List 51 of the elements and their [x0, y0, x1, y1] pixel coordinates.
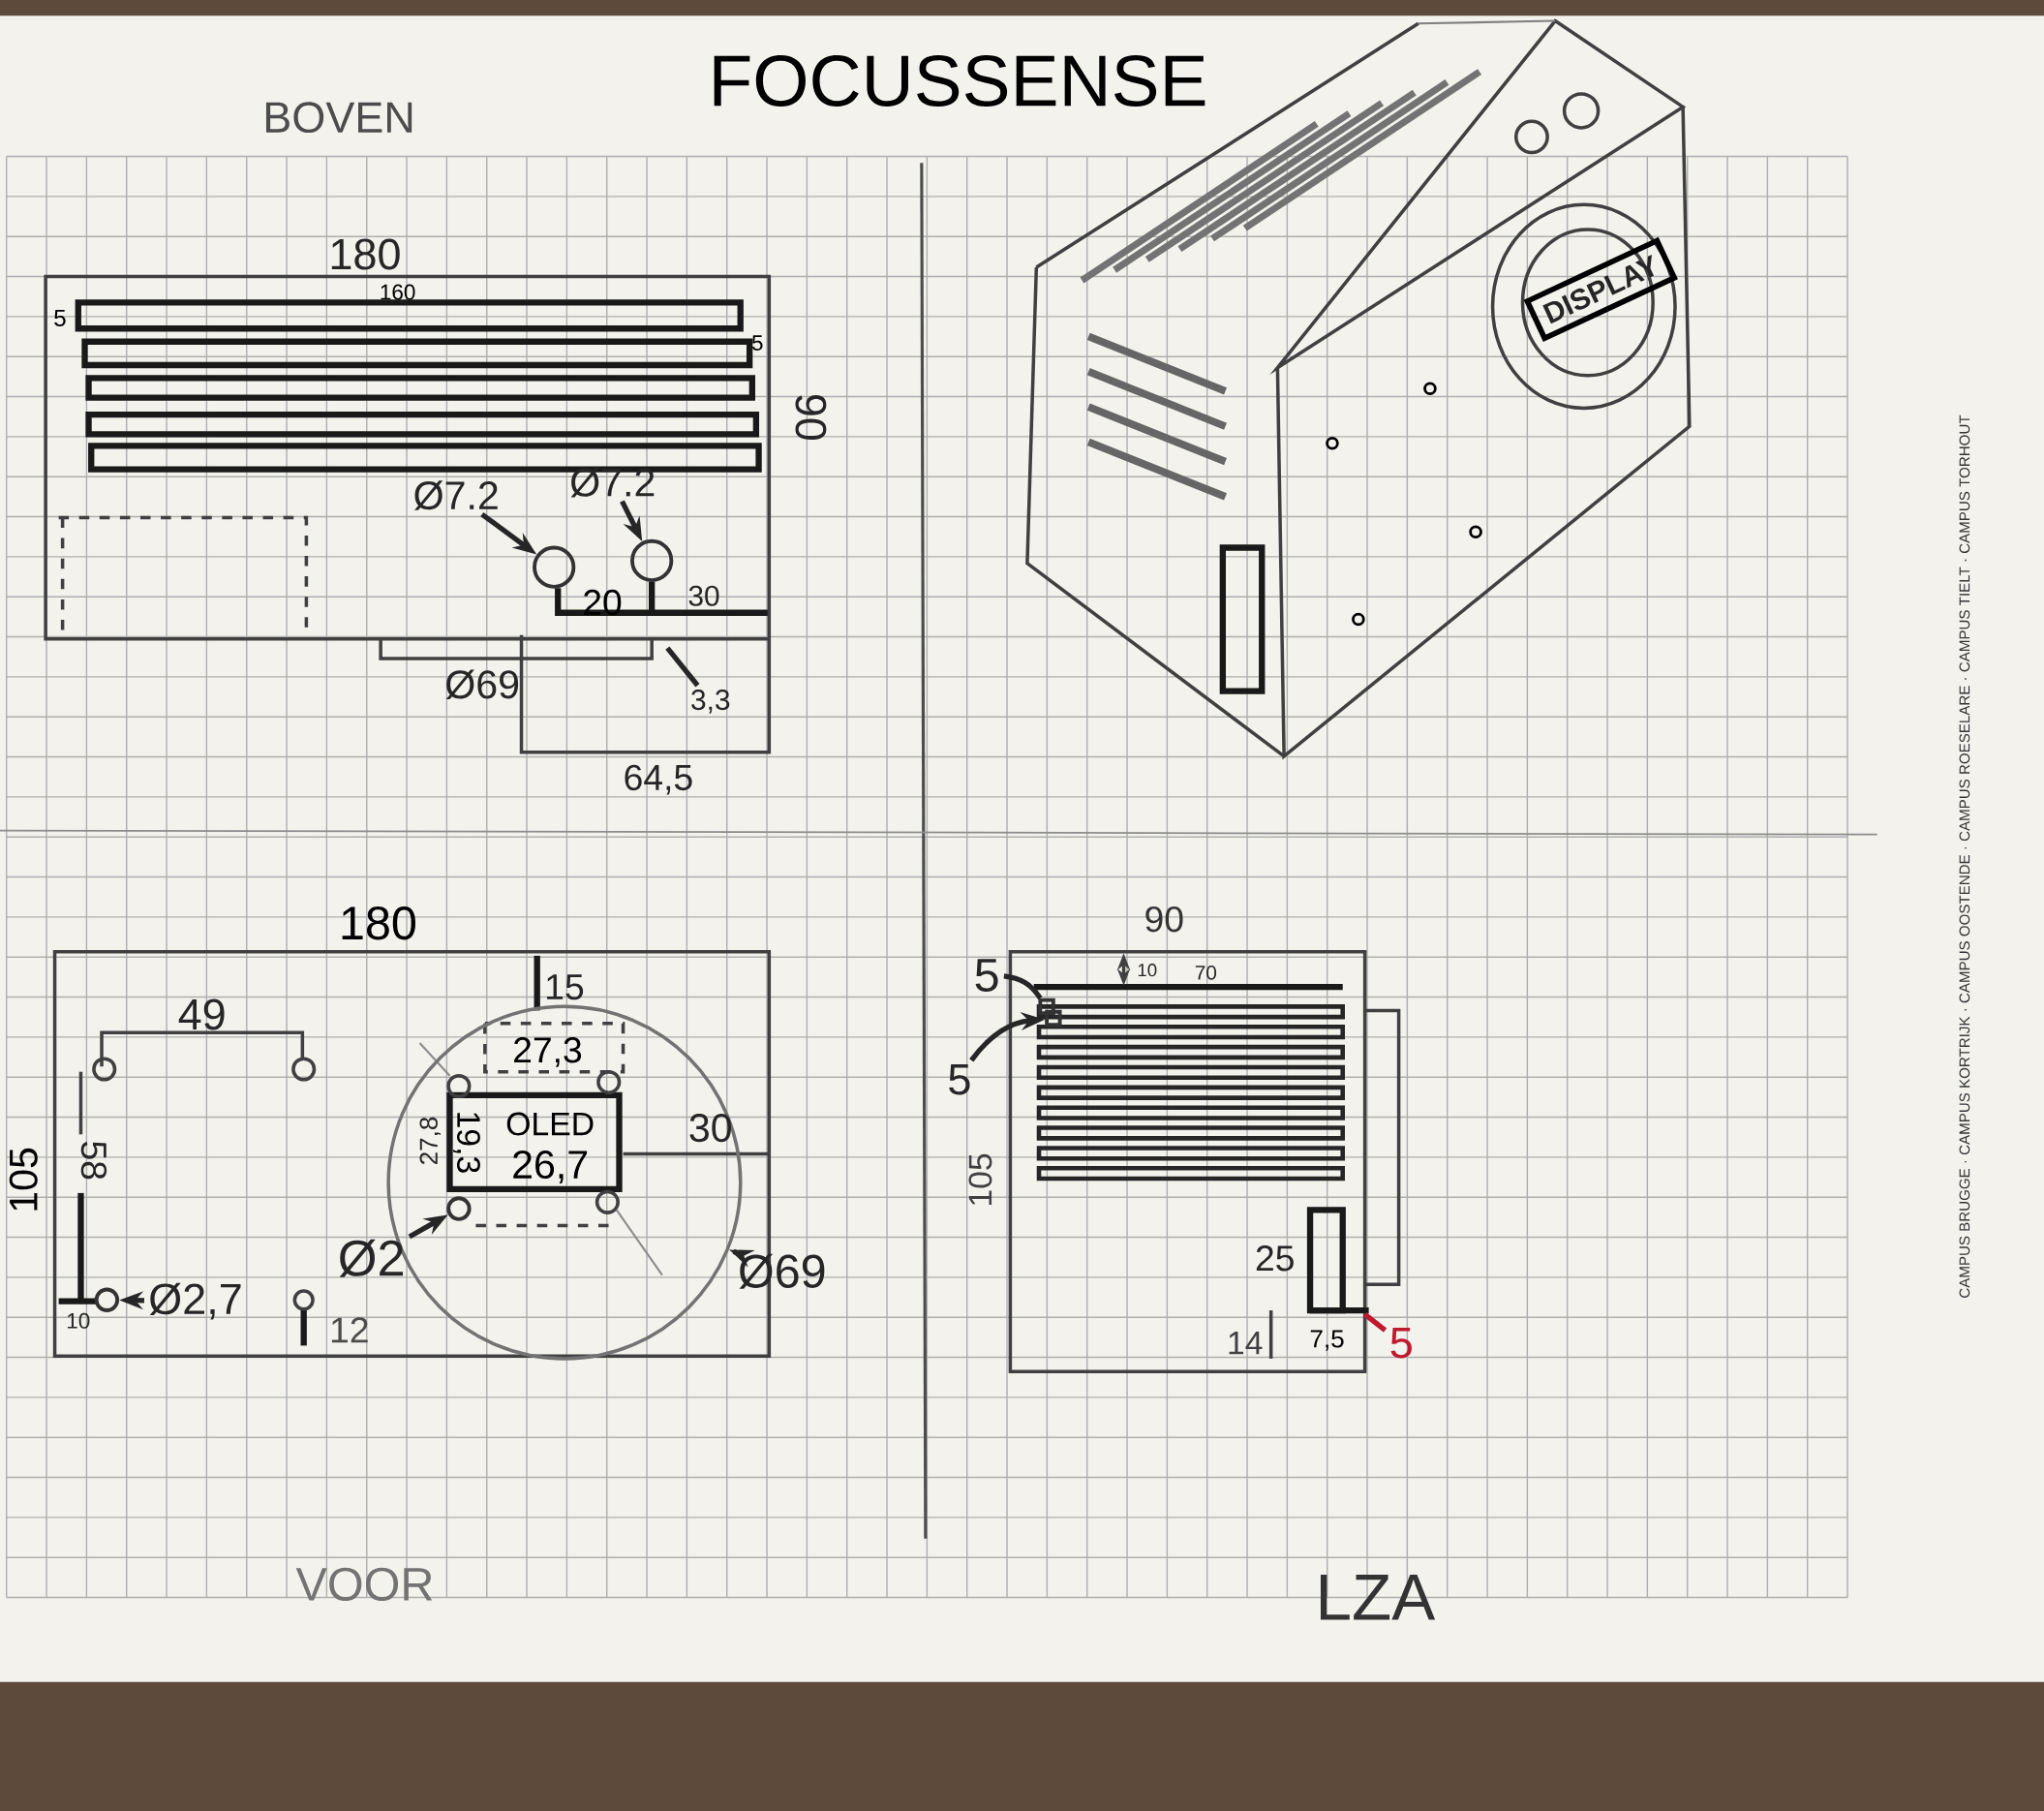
dimension-text: 14	[1229, 1332, 1263, 1355]
dimension-text: 49	[178, 998, 225, 1030]
view-title: VOOR	[295, 1567, 433, 1601]
dimension-text: 30	[688, 585, 719, 606]
notch	[1038, 998, 1055, 1016]
dimension-text: 20	[584, 589, 622, 616]
notch	[1045, 1009, 1062, 1028]
dimension-text: 58	[80, 1142, 107, 1180]
campus-list: CAMPUS BRUGGE · CAMPUS KORTRIJK · CAMPUS OOSTENDE · CAMPUS ROESELARE · CAMPUS TIELT · CAMPUS TORHOUT	[1959, 414, 1970, 1298]
dimension-text: 10	[67, 1312, 90, 1329]
dimension-text: 70	[1195, 966, 1217, 980]
dimension-text: Ø69	[445, 669, 519, 700]
hole-circle	[446, 1196, 472, 1221]
dimension-text: 5	[949, 1064, 970, 1095]
leader-line	[1363, 1312, 1388, 1333]
initials: LZA	[1321, 1575, 1436, 1620]
hole-circle	[630, 538, 674, 583]
dimension-text: 180	[342, 906, 415, 940]
dimension-text: 64,5	[625, 764, 692, 795]
hole-circle	[533, 545, 576, 589]
dimension-text: 90	[1145, 906, 1183, 933]
dimension-text: 90	[795, 394, 827, 441]
component-label: OLED	[506, 1112, 594, 1136]
leader-line	[1003, 973, 1043, 1000]
dimension-text: 5	[975, 959, 998, 992]
dimension-text: 180	[331, 238, 400, 270]
dimension-text: Ø7.2	[570, 467, 655, 498]
dimension-text: 5	[1390, 1328, 1412, 1359]
dimension-text: Ø2	[339, 1239, 404, 1277]
dimension-text: 15	[547, 974, 584, 1000]
dimension-text: 19,3	[453, 1113, 480, 1173]
dimension-text: Ø2,7	[149, 1282, 241, 1320]
dimension-text: 105	[968, 1153, 992, 1205]
view-title: BOVEN	[265, 102, 412, 134]
leader-line	[665, 646, 700, 688]
dimension-text: 27,8	[419, 1117, 441, 1164]
dimension-text: 5	[54, 310, 66, 326]
dimension-text: 3,3	[691, 690, 730, 714]
title: FOCUSSENSE	[714, 54, 1205, 107]
dimension-text: 27,3	[514, 1037, 582, 1067]
hole-circle	[94, 1287, 120, 1312]
dimension-text: 7,5	[1310, 1330, 1344, 1351]
dimension-text: 105	[9, 1148, 38, 1211]
dimension-text: Ø7.2	[414, 480, 498, 510]
dimension-text: 160	[381, 284, 415, 300]
dimension-text: 26,7	[513, 1150, 588, 1183]
dimension-text: 25	[1256, 1245, 1294, 1272]
dimension-text: 10	[1138, 964, 1157, 977]
dimension-text: 30	[689, 1114, 732, 1143]
dimension-text: 12	[331, 1317, 368, 1343]
dimension-text: 5	[751, 335, 763, 351]
